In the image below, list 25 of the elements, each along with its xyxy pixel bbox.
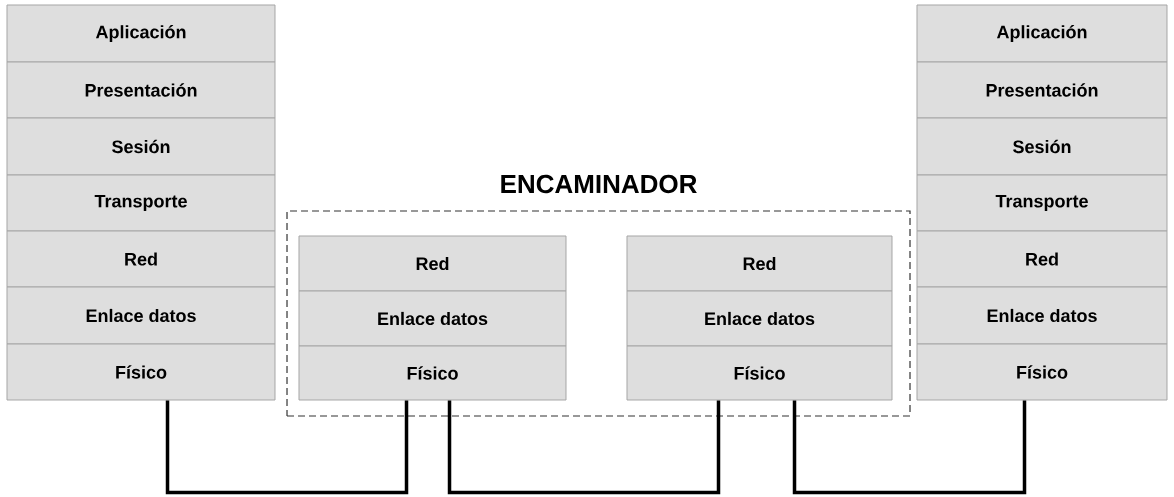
cable-line [792, 400, 1027, 495]
layer-box: Físico [298, 345, 567, 401]
layer-box: Físico [916, 343, 1168, 401]
layer-box: Presentación [6, 61, 276, 119]
layer-box: Presentación [916, 61, 1168, 119]
layer-box: Enlace datos [298, 290, 567, 347]
layer-box: Enlace datos [6, 286, 276, 345]
router-heading: ENCAMINADOR [501, 174, 697, 194]
layer-box: Sesión [916, 117, 1168, 176]
router-boundary [286, 210, 911, 417]
layer-box: Enlace datos [626, 290, 893, 347]
layer-box: Red [626, 235, 893, 292]
layer-box: Aplicación [6, 4, 276, 63]
layer-box: Aplicación [916, 4, 1168, 63]
layer-box: Red [916, 230, 1168, 288]
layer-box: Físico [6, 343, 276, 401]
layer-box: Red [6, 230, 276, 288]
layer-box: Red [298, 235, 567, 292]
layer-box: Transporte [916, 174, 1168, 232]
layer-box: Transporte [6, 174, 276, 232]
layer-box: Sesión [6, 117, 276, 176]
cable-line [447, 400, 721, 495]
layer-box: Físico [626, 345, 893, 401]
cable-line [165, 400, 409, 495]
layer-box: Enlace datos [916, 286, 1168, 345]
